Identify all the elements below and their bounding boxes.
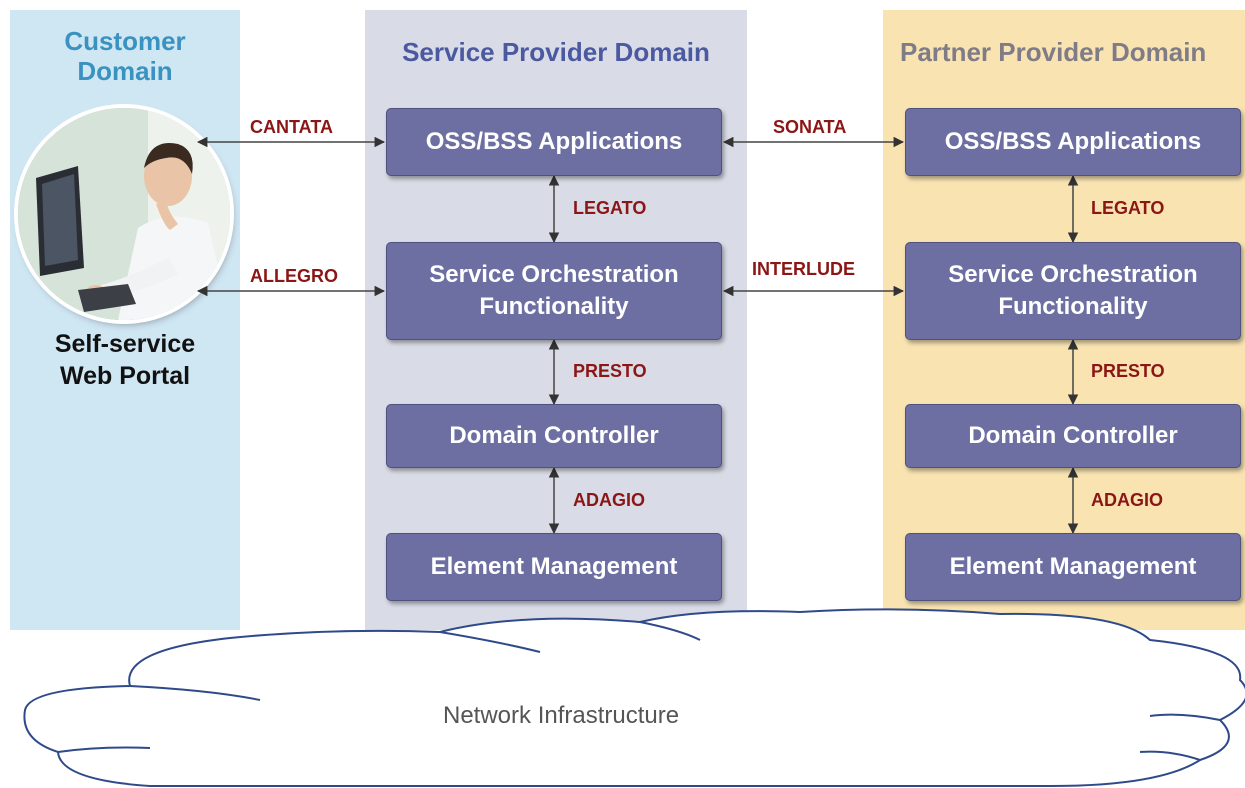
sp-domain-controller-box: Domain Controller bbox=[386, 404, 722, 468]
presto-pp-label: PRESTO bbox=[1091, 361, 1165, 381]
sp-orchestration-box: Service Orchestration Functionality bbox=[386, 242, 722, 340]
sp-element-management-box: Element Management bbox=[386, 533, 722, 601]
legato-sp-label: LEGATO bbox=[573, 198, 647, 218]
sonata-label: SONATA bbox=[773, 117, 847, 137]
network-infrastructure-label: Network Infrastructure bbox=[443, 702, 680, 729]
pp-orchestration-box: Service Orchestration Functionality bbox=[905, 242, 1241, 340]
presto-sp-label: PRESTO bbox=[573, 361, 647, 381]
pp-element-management-box: Element Management bbox=[905, 533, 1241, 601]
self-service-portal-label: Self-service Web Portal bbox=[54, 330, 196, 390]
adagio-sp-label: ADAGIO bbox=[573, 490, 645, 510]
cantata-label: CANTATA bbox=[250, 117, 333, 137]
adagio-pp-label: ADAGIO bbox=[1091, 490, 1163, 510]
legato-pp-label: LEGATO bbox=[1091, 198, 1165, 218]
sp-oss-bss-box: OSS/BSS Applications bbox=[386, 108, 722, 176]
service-provider-domain-title: Service Provider Domain bbox=[402, 37, 710, 67]
interlude-label: INTERLUDE bbox=[752, 259, 855, 279]
customer-domain-title: Customer Domain bbox=[64, 26, 186, 86]
pp-domain-controller-box: Domain Controller bbox=[905, 404, 1241, 468]
allegro-label: ALLEGRO bbox=[250, 266, 338, 286]
partner-provider-domain-title: Partner Provider Domain bbox=[900, 37, 1207, 67]
user-at-computer-icon bbox=[18, 108, 230, 320]
pp-oss-bss-box: OSS/BSS Applications bbox=[905, 108, 1241, 176]
